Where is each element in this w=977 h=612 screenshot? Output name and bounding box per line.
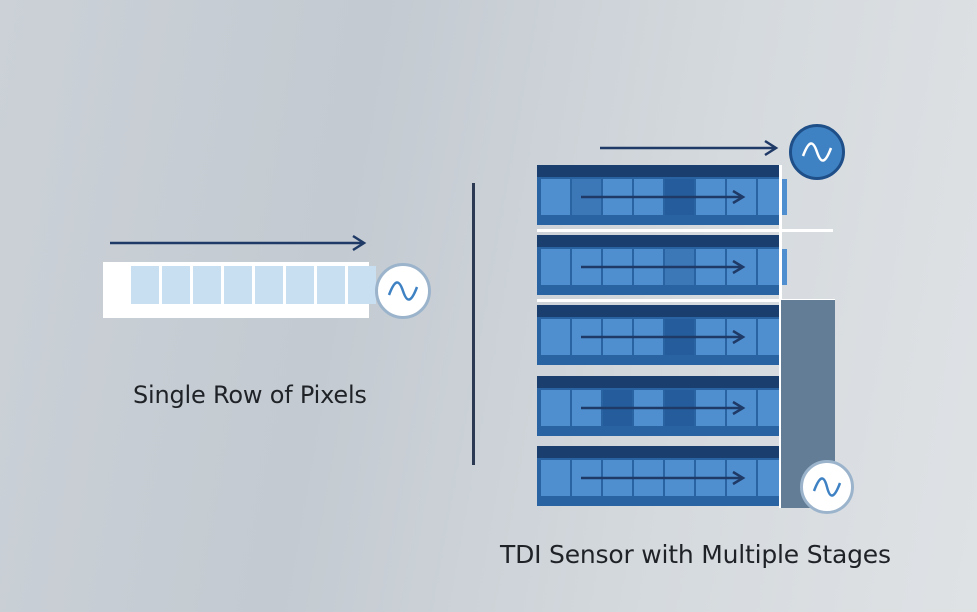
sensor-edge-line (779, 165, 782, 508)
sine-wave-icon (789, 124, 845, 180)
single-row-caption: Single Row of Pixels (133, 381, 367, 409)
stage-arrow (581, 470, 746, 486)
tdi-stage-5 (537, 446, 787, 506)
tdi-stage-3 (537, 305, 787, 365)
stage-arrow (581, 329, 746, 345)
stage-arrow (581, 189, 746, 205)
stage-separator (537, 299, 835, 302)
stage-separator (537, 229, 833, 232)
pixel-cell (131, 266, 159, 304)
scan-direction-arrow-tdi (600, 139, 779, 157)
pixel-cell (162, 266, 190, 304)
pixel-cell (224, 266, 252, 304)
sine-wave-icon (375, 263, 431, 319)
sine-wave-icon (800, 460, 854, 514)
scan-direction-arrow-single (110, 234, 367, 252)
pixel-cell (255, 266, 283, 304)
single-row-pixels (131, 266, 376, 304)
tdi-stage-2 (537, 235, 787, 295)
stage-arrow (581, 259, 746, 275)
stage-arrow (581, 400, 746, 416)
panel-divider (472, 183, 475, 465)
pixel-cell (193, 266, 221, 304)
pixel-cell (317, 266, 345, 304)
pixel-cell (348, 266, 376, 304)
tdi-stage-1 (537, 165, 787, 225)
pixel-cell (286, 266, 314, 304)
tdi-caption: TDI Sensor with Multiple Stages (500, 540, 891, 569)
tdi-stage-4 (537, 376, 787, 436)
